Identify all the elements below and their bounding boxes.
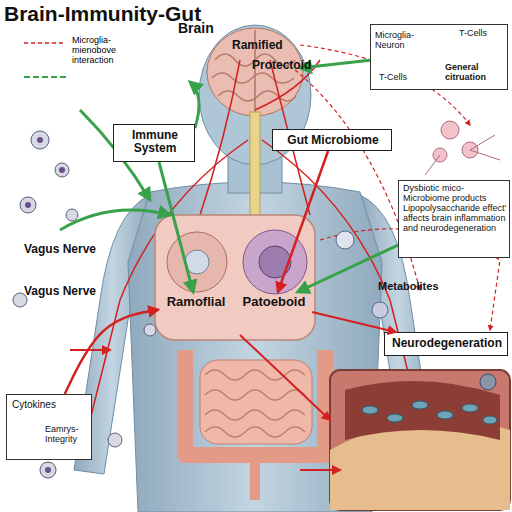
diagram-title: Brain-Immunity-Gut (4, 2, 201, 26)
node-text: T-Cells (379, 73, 429, 83)
text-label: Protectoid (252, 58, 311, 72)
connector-arrow (312, 312, 396, 332)
node-text: Eamrys- Integrity (45, 425, 91, 445)
note-box: Dysbiotic mico- Microbiome products Lipo… (398, 180, 510, 258)
organ-panel: Patoeboid (236, 292, 312, 314)
node-text: Patoeboid (236, 295, 312, 309)
node-text: Dysbiotic mico- Microbiome products Lipo… (403, 184, 507, 233)
node-text: Microglia- Neuron (375, 31, 435, 51)
process-box: Immune System (113, 124, 195, 162)
node-text: Cytokines (12, 399, 88, 410)
connector-arrow (298, 245, 398, 292)
text-label: Metabolites (378, 280, 439, 292)
text-label: Vagus Nerve (24, 284, 96, 298)
callout-box: Microglia- NeuronT-CellsT-CellsGeneral c… (370, 24, 508, 90)
legend-line-sample (22, 72, 68, 82)
node-text: T-Cells (459, 29, 509, 39)
legend-text: Microglia- mienobove interaction (72, 36, 134, 66)
organ-panel: Ramoflial (158, 292, 234, 314)
legend-line-sample (22, 38, 68, 48)
connector-arrow (65, 310, 158, 394)
node-text: Ramoflial (158, 295, 234, 309)
node-text: Immune System (116, 129, 194, 155)
node-text: Gut Microbiome (275, 134, 391, 147)
text-label: Vagus Nerve (24, 242, 96, 256)
node-text: Neurodegeneration (387, 337, 507, 350)
connector-arrow (278, 151, 328, 292)
process-box: Gut Microbiome (272, 129, 392, 151)
outcome-box: Neurodegeneration (384, 332, 508, 356)
connector-arrow (159, 162, 193, 292)
node-text: General citruation (445, 63, 507, 83)
callout-box: CytokinesEamrys- Integrity (6, 394, 92, 460)
text-label: Brain (178, 20, 214, 36)
text-label: Ramified (232, 38, 283, 52)
